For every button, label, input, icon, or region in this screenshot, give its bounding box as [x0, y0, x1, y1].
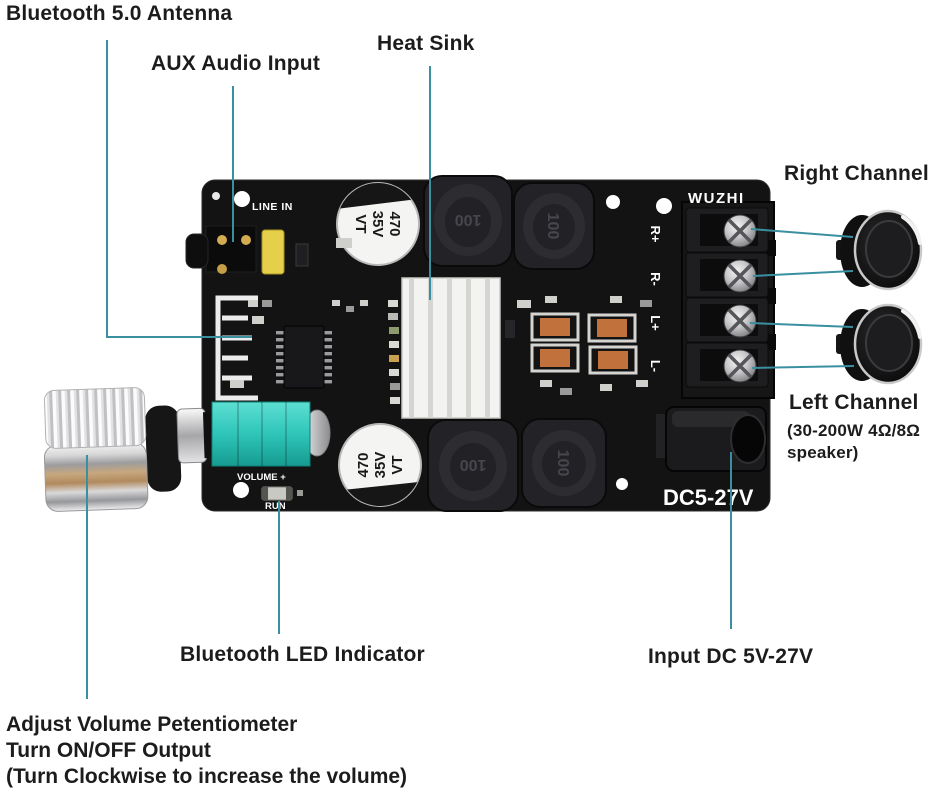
bluetooth-ic [276, 325, 332, 389]
label-aux-input: AUX Audio Input [151, 52, 321, 75]
terminal-cell [685, 207, 769, 253]
inductor-bottom-left: 100 [427, 419, 519, 512]
smd-components [230, 238, 652, 404]
capacitor-marking: 35V [372, 452, 389, 479]
terminal-label-r-plus: R+ [648, 226, 663, 243]
leader-line-l-minus [751, 365, 855, 369]
capacitor-marking: VT [389, 455, 406, 474]
label-left-channel-spec: speaker) [787, 443, 859, 462]
capacitor-marking: 470 [386, 211, 403, 236]
label-volume-note-line2: Turn ON/OFF Output [6, 739, 211, 762]
electrolytic-capacitor-bottom: 470 35V VT [336, 423, 426, 511]
terminal-cell [685, 252, 769, 298]
label-left-channel-spec: (30-200W 4Ω/8Ω [787, 421, 921, 440]
inductor-top-left: 100 [423, 175, 513, 267]
label-heat-sink: Heat Sink [377, 32, 475, 55]
terminal-label-r-minus: R- [648, 272, 663, 286]
dc-barrel-jack [656, 406, 767, 472]
silkscreen-dc-range: DC5-27V [663, 485, 754, 510]
inductor-marking: 100 [460, 456, 487, 473]
inductor-top-right: 100 [513, 182, 595, 270]
label-dc-input: Input DC 5V-27V [648, 645, 814, 668]
terminal-label-l-minus: L- [648, 360, 663, 372]
volume-knob [43, 387, 217, 512]
label-volume-note-line1: Adjust Volume Petentiometer [6, 713, 298, 736]
capacitor-marking: 470 [355, 452, 372, 477]
speaker-right-channel [836, 209, 923, 291]
bluetooth-status-led [261, 486, 303, 501]
smd-capacitor-bank [530, 312, 638, 375]
leader-line-l-plus [749, 322, 854, 328]
leader-line-r-minus [752, 270, 854, 277]
capacitor-marking: VT [352, 214, 369, 233]
silkscreen-volume: VOLUME + [237, 472, 286, 483]
heatsink [401, 277, 501, 419]
inductor-marking: 100 [455, 211, 482, 228]
inductor-marking: 100 [544, 213, 561, 240]
yellow-capacitor [261, 229, 285, 275]
inductor-bottom-right: 100 [521, 418, 607, 508]
silkscreen-brand: WUZHI [688, 190, 745, 207]
capacitor-marking: 35V [369, 211, 386, 238]
terminal-cell [685, 342, 769, 388]
label-volume-note: Adjust Volume Petentiometer Turn ON/OFF … [6, 712, 407, 790]
terminal-label-l-plus: L+ [648, 315, 663, 331]
label-bluetooth-led: Bluetooth LED Indicator [180, 643, 425, 666]
leader-line-r-plus [750, 228, 854, 238]
leader-line-bluetooth-antenna [106, 40, 252, 338]
silkscreen-run: RUN [265, 501, 286, 512]
inductor-marking: 100 [554, 450, 571, 477]
label-volume-note-line3: (Turn Clockwise to increase the volume) [6, 765, 408, 788]
speaker-left-channel [836, 303, 923, 385]
volume-potentiometer [211, 401, 311, 467]
mounting-holes [212, 191, 672, 498]
terminal-block [681, 201, 776, 399]
silkscreen-line-in: LINE IN [252, 201, 293, 213]
label-left-channel: Left Channel [789, 391, 919, 414]
terminal-cell [685, 297, 769, 343]
label-bluetooth-antenna: Bluetooth 5.0 Antenna [6, 2, 233, 25]
aux-audio-jack [185, 225, 257, 274]
label-right-channel: Right Channel [784, 162, 928, 185]
